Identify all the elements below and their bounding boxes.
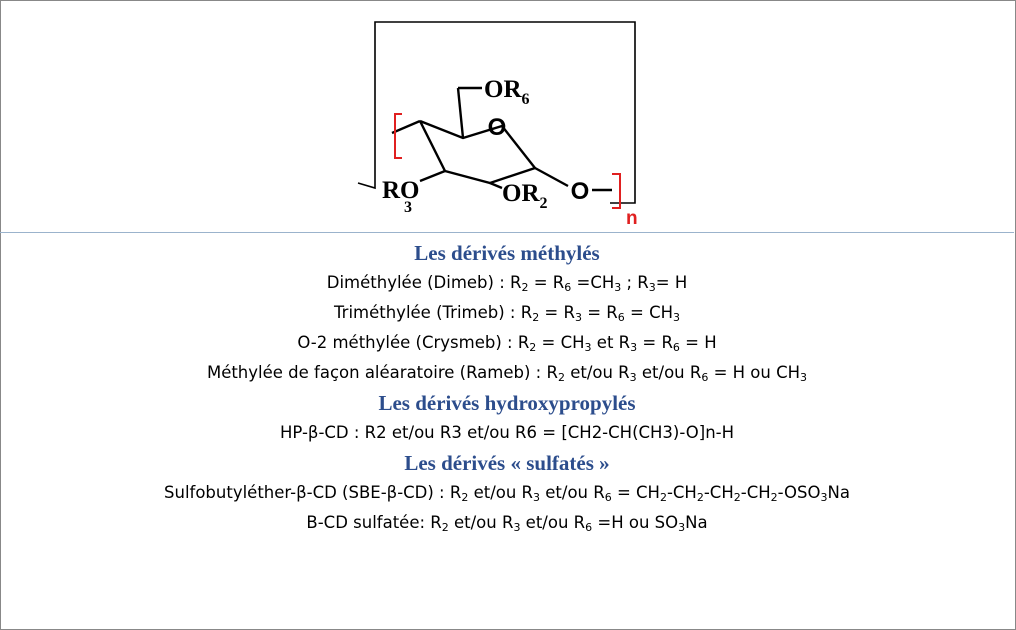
section-heading: Les dérivés méthylés <box>414 241 600 265</box>
formula-line: O-2 méthylée (Crysmeb) : R2 = CH3 et R3 … <box>0 328 1014 358</box>
substituent-or6: OR6 <box>484 76 530 108</box>
formula-text: = CH <box>611 483 660 502</box>
formula-subscript: 3 <box>629 371 637 384</box>
substituent-ro3-subscript: 3 <box>404 199 412 216</box>
formula-subscript: 3 <box>678 521 686 534</box>
formula-subscript: 3 <box>673 311 680 324</box>
formula-subscript: 2 <box>733 491 741 504</box>
glycosidic-oxygen-label: O <box>571 178 590 205</box>
formula-subscript: 2 <box>532 311 540 324</box>
formula-subscript: 3 <box>820 491 828 504</box>
formula-line: Sulfobutyléther-β-CD (SBE-β-CD) : R2 et/… <box>0 478 1014 508</box>
formula-text: = H <box>655 273 688 292</box>
repeat-bracket-right <box>612 173 621 209</box>
formula-subscript: 3 <box>800 371 808 384</box>
formula-text: = H <box>679 333 717 352</box>
formula-text: Na <box>827 483 850 502</box>
formula-subscript: 2 <box>529 341 537 354</box>
formula-text: = R <box>581 303 618 322</box>
formula-text: = R <box>539 303 575 322</box>
formula-subscript: 6 <box>672 341 680 354</box>
formula-line: Diméthylée (Dimeb) : R2 = R6 =CH3 ; R3= … <box>0 268 1014 298</box>
formula-subscript: 6 <box>585 521 593 534</box>
c5-c6-bond <box>456 87 465 139</box>
formula-line: Triméthylée (Trimeb) : R2 = R3 = R6 = CH… <box>0 298 1014 328</box>
formula-text: Na <box>685 513 708 532</box>
formula-subscript: 6 <box>604 491 612 504</box>
formula-line: Méthylée de façon aléaratoire (Rameb) : … <box>0 358 1014 388</box>
formula-subscript: 3 <box>584 341 592 354</box>
ring-oxygen-label: O <box>488 114 507 141</box>
substituent-or2: OR2 <box>502 180 548 212</box>
formula-text: et/ou R <box>468 483 534 502</box>
formula-text: Diméthylée (Dimeb) : R <box>326 273 522 292</box>
formula-text: -CH <box>666 483 697 502</box>
formula-text: Sulfobutyléther-β-CD (SBE-β-CD) : R <box>164 483 462 502</box>
section-heading: Les dérivés hydroxypropylés <box>378 391 636 415</box>
glucopyranose-unit-structure: OR6 O RO 3 OR2 O n <box>357 21 638 229</box>
formula-subscript: 2 <box>461 491 469 504</box>
formula-text: = CH <box>536 333 585 352</box>
formula-subscript: 2 <box>521 281 529 294</box>
formula-text: O-2 méthylée (Crysmeb) : R <box>297 333 530 352</box>
formula-subscript: 6 <box>564 281 572 294</box>
formula-text: et/ou R <box>636 363 702 382</box>
formula-subscript: 6 <box>617 311 625 324</box>
formula-text: et/ou R <box>448 513 514 532</box>
formula-text: et/ou R <box>564 363 630 382</box>
c2-o2-bond <box>489 181 503 190</box>
c4-bond <box>391 119 421 135</box>
formula-text: = H ou CH <box>708 363 801 382</box>
repeat-bracket-left <box>394 113 402 159</box>
formula-subscript: 3 <box>533 491 541 504</box>
formula-subscript: 2 <box>659 491 667 504</box>
formula-line: HP-β-CD : R2 et/ou R3 et/ou R6 = [CH2-CH… <box>0 418 1014 448</box>
formula-subscript: 3 <box>513 521 521 534</box>
formula-subscript: 3 <box>574 311 582 324</box>
formula-line: B-CD sulfatée: R2 et/ou R3 et/ou R6 =H o… <box>0 508 1014 538</box>
substituent-ro3: RO <box>382 177 420 204</box>
formula-text: ; R <box>621 273 649 292</box>
formula-text: HP-β-CD : R2 et/ou R3 et/ou R6 = [CH2-CH… <box>279 423 735 442</box>
formula-subscript: 6 <box>701 371 709 384</box>
formula-text: = R <box>528 273 565 292</box>
formula-text: =H ou SO <box>592 513 679 532</box>
formula-subscript: 2 <box>696 491 704 504</box>
formula-subscript: 2 <box>770 491 778 504</box>
structure-panel: OR6 O RO 3 OR2 O n <box>0 0 1014 233</box>
c3-o3-bond <box>419 169 446 183</box>
formula-text: et R <box>591 333 631 352</box>
formula-subscript: 2 <box>557 371 565 384</box>
formula-text: -CH <box>740 483 771 502</box>
formula-subscript: 3 <box>614 281 622 294</box>
section-heading: Les dérivés « sulfatés » <box>404 451 610 475</box>
formula-text: Triméthylée (Trimeb) : R <box>334 303 533 322</box>
formula-text: Méthylée de façon aléaratoire (Rameb) : … <box>206 363 558 382</box>
formula-text: = R <box>637 333 673 352</box>
formula-text: -CH <box>703 483 734 502</box>
formula-subscript: 2 <box>441 521 449 534</box>
macrocycle-frame <box>357 21 636 204</box>
formula-text: =CH <box>571 273 615 292</box>
formula-text: = CH <box>624 303 673 322</box>
repeat-index-n: n <box>626 208 638 229</box>
formula-text: -OSO <box>777 483 821 502</box>
c1-o1-bond <box>534 166 569 188</box>
formula-text: et/ou R <box>540 483 605 502</box>
formula-text: B-CD sulfatée: R <box>306 513 442 532</box>
formula-subscript: 3 <box>630 341 638 354</box>
formula-subscript: 3 <box>648 281 656 294</box>
formula-text: et/ou R <box>520 513 586 532</box>
